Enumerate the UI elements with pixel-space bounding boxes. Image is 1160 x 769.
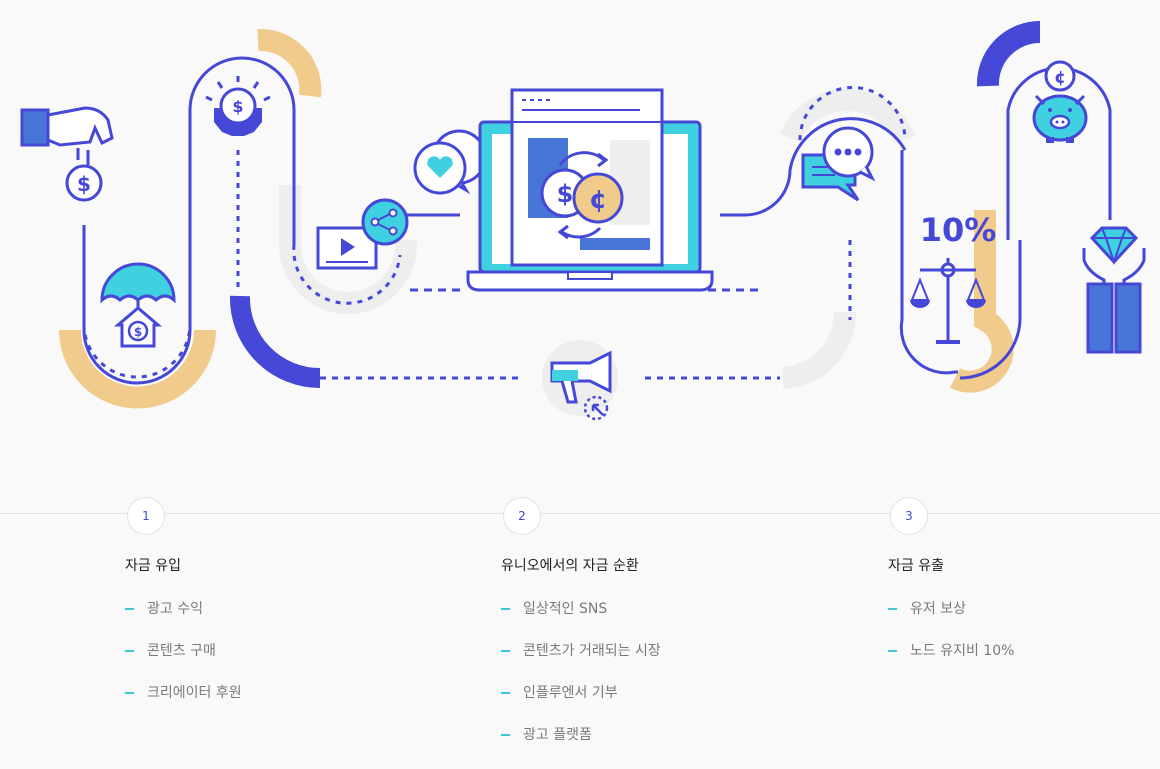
hand-coin-icon: $ <box>20 106 114 202</box>
step-outflow: 3 자금 유출 유저 보상 노드 유지비 10% <box>888 497 1138 685</box>
flow-line-left-loop <box>82 56 296 385</box>
megaphone-icon <box>542 340 618 421</box>
hands-diamond-icon <box>1082 226 1146 354</box>
step-number: 1 <box>127 497 165 535</box>
step-inflow: 1 자금 유입 광고 수익 콘텐츠 구매 크리에이터 후원 <box>125 497 435 727</box>
step-item-list: 일상적인 SNS 콘텐츠가 거래되는 시장 인플루엔서 기부 광고 플랫폼 <box>501 601 811 769</box>
svg-text:¢: ¢ <box>1054 68 1066 88</box>
list-item: 콘텐츠가 거래되는 시장 <box>501 643 811 685</box>
gold-arc-left-bottom <box>59 329 216 409</box>
fund-flow-illustration: $ $ $ <box>20 21 1146 421</box>
chat-bubble-icon <box>801 126 876 202</box>
flow-dash-right-top <box>798 86 907 141</box>
blue-arc-lower-left <box>229 295 321 388</box>
flow-line-right-inner <box>959 240 1022 380</box>
list-item: 광고 수익 <box>125 601 435 643</box>
list-item: 노드 유지비 10% <box>888 643 1138 685</box>
svg-text:$: $ <box>232 97 243 116</box>
step-item-list: 유저 보상 노드 유지비 10% <box>888 601 1138 685</box>
gear-dollar-icon: $ <box>205 76 271 136</box>
flow-dash-inner <box>82 323 192 379</box>
gray-arc-right-bottom <box>782 311 857 389</box>
step-number: 3 <box>890 497 928 535</box>
percent-label: 10% <box>920 211 997 249</box>
list-item: 일상적인 SNS <box>501 601 811 643</box>
list-item: 인플루엔서 기부 <box>501 685 811 727</box>
video-share-icon <box>316 198 409 270</box>
piggy-bank-icon: ¢ <box>1032 60 1088 143</box>
svg-text:$: $ <box>134 325 142 339</box>
step-number: 2 <box>503 497 541 535</box>
gold-arc-top <box>257 28 322 98</box>
flow-dash-curve-left <box>292 244 402 305</box>
blue-arc-top-right <box>976 21 1041 87</box>
step-item-list: 광고 수익 콘텐츠 구매 크리에이터 후원 <box>125 601 435 727</box>
list-item: 크리에이터 후원 <box>125 685 435 727</box>
step-title: 자금 유출 <box>888 558 944 574</box>
step-title: 자금 유입 <box>125 558 181 574</box>
umbrella-house-icon: $ <box>100 262 176 348</box>
timeline-divider <box>0 513 1160 514</box>
step-title: 유니오에서의 자금 순환 <box>501 558 639 574</box>
gray-arc-right-top <box>779 89 916 145</box>
laptop-exchange-icon: $ ¢ <box>466 88 714 292</box>
flow-line-laptop-right <box>720 117 907 217</box>
svg-text:$: $ <box>557 180 574 208</box>
list-item: 광고 플랫폼 <box>501 727 811 769</box>
heart-bubble-icon <box>413 129 487 195</box>
svg-text:$: $ <box>77 172 91 196</box>
list-item: 유저 보상 <box>888 601 1138 643</box>
scale-icon <box>910 258 986 344</box>
list-item: 콘텐츠 구매 <box>125 643 435 685</box>
svg-text:¢: ¢ <box>589 185 607 215</box>
step-circulation: 2 유니오에서의 자금 순환 일상적인 SNS 콘텐츠가 거래되는 시장 인플루… <box>501 497 811 769</box>
